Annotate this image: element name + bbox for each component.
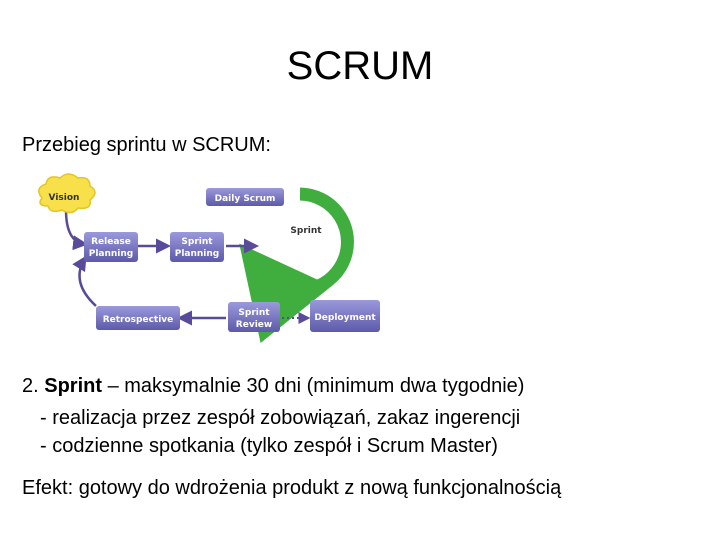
sprint-cycle-arrow: [239, 187, 354, 344]
sprint-review-label-1: Sprint: [238, 308, 270, 318]
sprint-planning-label-1: Sprint: [181, 237, 213, 247]
retrospective-node: Retrospective: [96, 306, 180, 330]
arrow-retro-release: [72, 255, 97, 307]
sprint-definition: 2. Sprint – maksymalnie 30 dni (minimum …: [22, 375, 524, 398]
sprint-review-node: Sprint Review: [228, 302, 280, 332]
sprint-number: 2.: [22, 375, 45, 397]
effect-text: Efekt: gotowy do wdrożenia produkt z now…: [22, 477, 562, 499]
slide-title: SCRUM: [286, 44, 434, 88]
sprint-planning-label-2: Planning: [175, 249, 220, 259]
vision-label: Vision: [49, 193, 80, 203]
sprint-label: Sprint: [290, 226, 322, 236]
sprint-term: Sprint: [44, 375, 103, 397]
scrum-sprint-diagram: Vision Daily Scrum Sprint Release Planni…: [38, 173, 380, 344]
sprint-planning-node: Sprint Planning: [170, 232, 224, 262]
bullet-commitments: - realizacja przez zespół zobowiązań, za…: [40, 407, 521, 429]
release-planning-label-1: Release: [91, 237, 131, 247]
deployment-label: Deployment: [314, 313, 376, 323]
release-planning-label-2: Planning: [89, 249, 134, 259]
deployment-node: Deployment: [310, 300, 380, 332]
sprint-review-label-2: Review: [236, 320, 272, 330]
daily-scrum-node: Daily Scrum: [206, 188, 284, 206]
bullet-daily-meetings: - codzienne spotkania (tylko zespół i Sc…: [40, 435, 498, 457]
release-planning-node: Release Planning: [84, 232, 138, 262]
slide-subtitle: Przebieg sprintu w SCRUM:: [22, 134, 271, 156]
sprint-description: – maksymalnie 30 dni (minimum dwa tygodn…: [102, 375, 525, 397]
daily-scrum-label: Daily Scrum: [215, 194, 276, 204]
arrow-vision-release: [64, 209, 88, 251]
retrospective-label: Retrospective: [103, 315, 174, 325]
vision-node: Vision: [38, 173, 96, 214]
